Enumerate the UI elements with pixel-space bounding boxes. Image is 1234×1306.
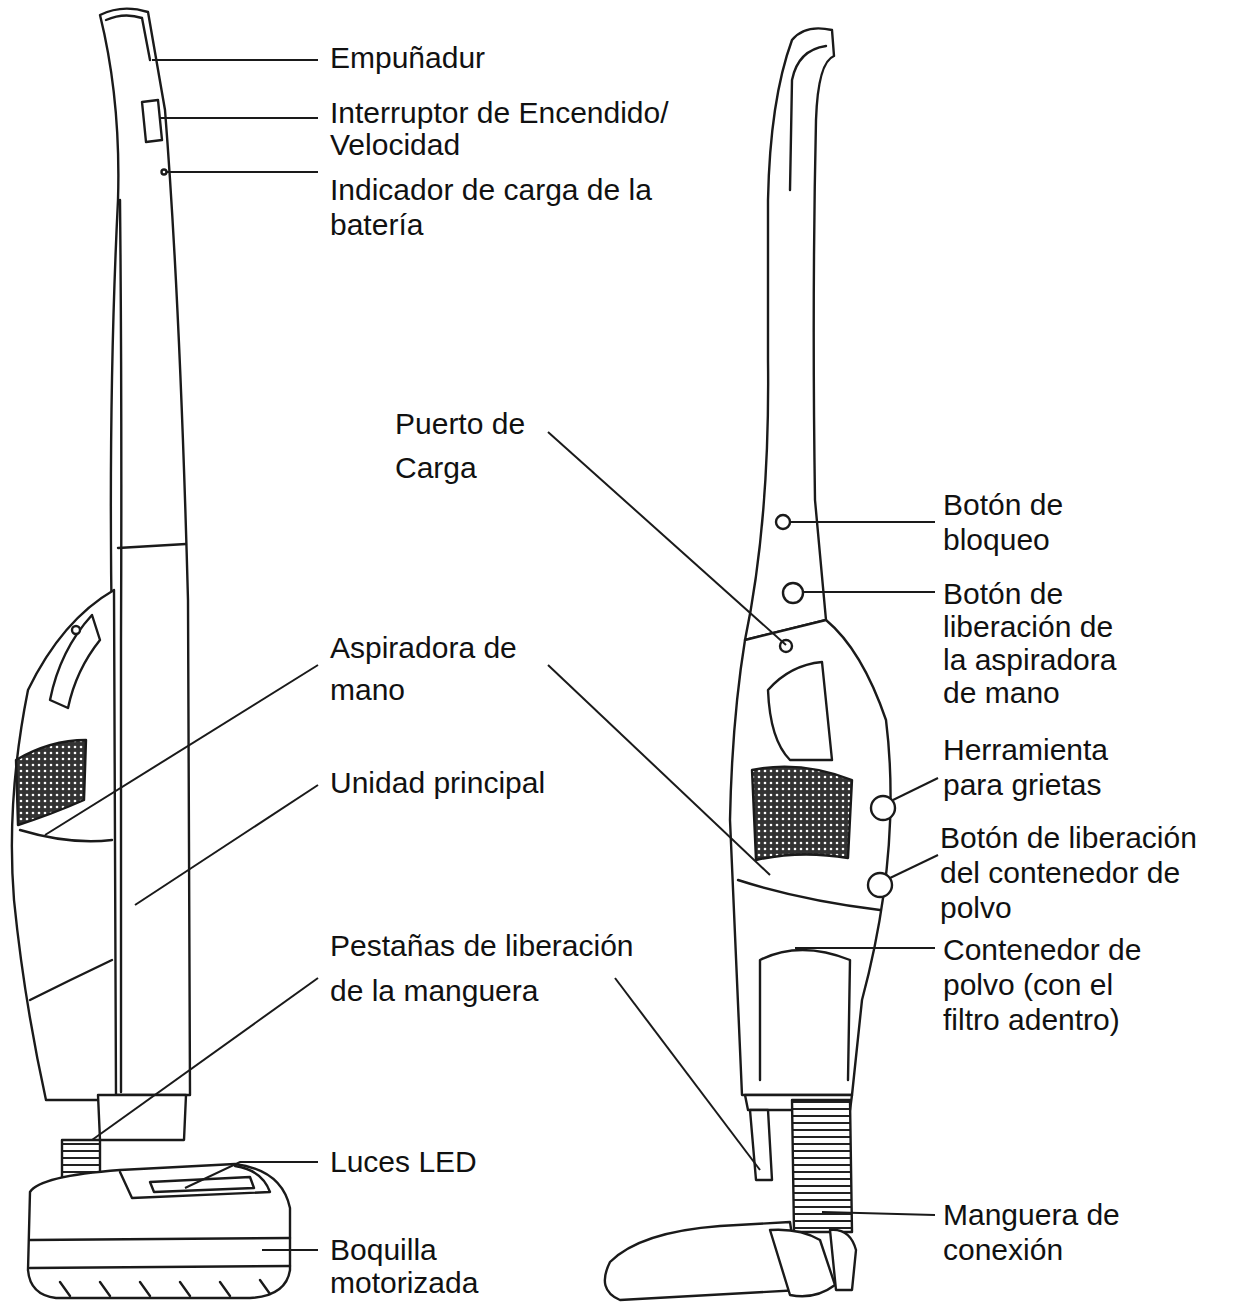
part-label: Boquilla motorizada <box>330 1233 510 1299</box>
main-unit-body <box>745 28 834 640</box>
dust-container-release-button <box>868 873 892 897</box>
release-tab <box>72 626 80 634</box>
nozzle-wheel <box>770 1230 835 1297</box>
nozzle-front-edge <box>30 1238 290 1268</box>
part-label: Empuñadur <box>330 40 730 75</box>
leader-line <box>45 665 318 835</box>
leader-line <box>893 778 938 800</box>
leader-line <box>152 59 318 61</box>
part-label: Aspiradora de mano <box>330 627 560 711</box>
nozzle-wheel <box>830 1230 856 1290</box>
battery-indicator <box>162 170 167 175</box>
neck <box>98 1095 186 1140</box>
part-label: Manguera de conexión <box>943 1197 1183 1267</box>
hose-release-tab <box>750 1110 772 1180</box>
exhaust-grille <box>16 740 86 825</box>
leader-line <box>548 665 770 875</box>
leader-line <box>822 1212 935 1215</box>
part-label: Luces LED <box>330 1144 630 1179</box>
handle-grip <box>790 46 826 190</box>
brush-bristles <box>60 1280 270 1296</box>
part-label: Botón de liberación de la aspiradora de … <box>943 577 1133 709</box>
part-label: Contenedor de polvo (con el filtro adent… <box>943 932 1163 1037</box>
part-label: Indicador de carga de la batería <box>330 172 700 242</box>
leader-line <box>795 947 935 949</box>
part-label: Pestañas de liberación de la manguera <box>330 923 650 1013</box>
part-label: Botón de liberación del contenedor de po… <box>940 820 1230 925</box>
seam-line <box>118 544 186 548</box>
part-label: Interruptor de Encendido/ Velocidad <box>330 97 730 161</box>
leader-line <box>548 432 786 645</box>
lock-button <box>776 515 790 529</box>
leader-line <box>262 1249 318 1251</box>
part-label: Botón de bloqueo <box>943 487 1143 557</box>
dust-container-lower <box>760 950 850 1080</box>
dust-container-outline <box>20 830 112 841</box>
leader-line <box>890 855 938 878</box>
handheld-vacuum-body <box>730 620 891 1095</box>
handheld-handle-opening <box>50 615 100 708</box>
leader-line <box>790 521 935 523</box>
part-label: Puerto de Carga <box>395 402 565 490</box>
part-label: Unidad principal <box>330 765 730 800</box>
leader-line <box>135 785 318 905</box>
front-edge-line <box>120 200 121 1092</box>
exhaust-grille <box>752 767 852 860</box>
nozzle-top-face <box>120 1166 270 1198</box>
part-label: Herramienta para grietas <box>943 732 1143 802</box>
leader-line <box>185 1162 318 1188</box>
handheld-handle-opening <box>768 662 832 760</box>
crevice-tool <box>871 796 895 820</box>
leader-line <box>166 171 318 173</box>
leader-line <box>803 591 935 593</box>
handle-grip <box>106 15 150 60</box>
leader-line <box>615 978 760 1170</box>
leader-line <box>92 978 318 1140</box>
dust-container-curve <box>30 960 112 1000</box>
handheld-release-button <box>783 583 803 603</box>
handheld-vacuum-body <box>12 590 116 1100</box>
motorized-nozzle <box>28 1164 290 1298</box>
leader-line <box>160 117 318 119</box>
power-switch <box>142 100 162 142</box>
dust-container-outline <box>738 880 880 910</box>
